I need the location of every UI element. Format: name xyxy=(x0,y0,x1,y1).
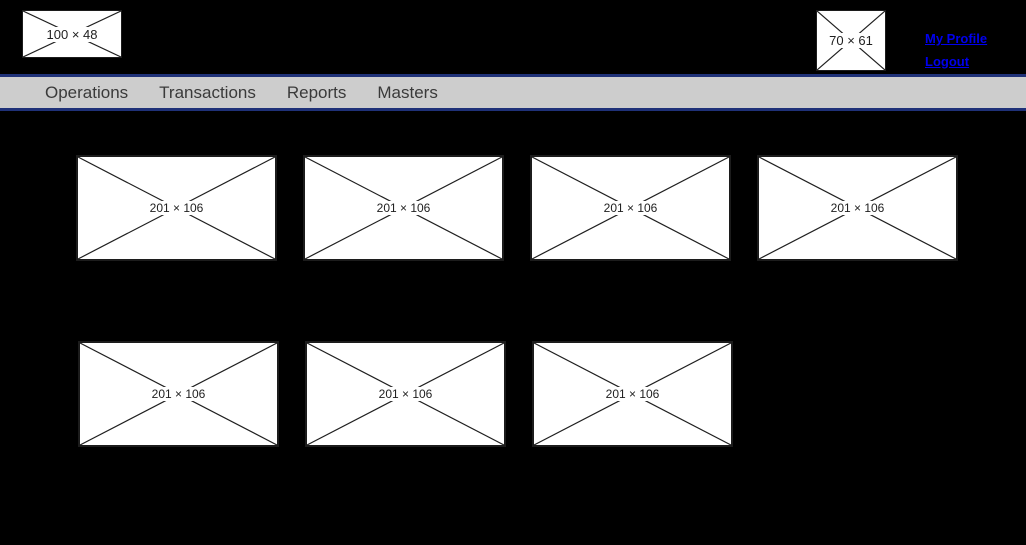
tile-image-placeholder[interactable]: 201 × 106 xyxy=(530,155,731,261)
nav-item-masters[interactable]: Masters xyxy=(377,82,438,102)
tile-image-placeholder[interactable]: 201 × 106 xyxy=(757,155,958,261)
profile-image-placeholder: 70 × 61 xyxy=(816,10,886,71)
tile-image-placeholder[interactable]: 201 × 106 xyxy=(305,341,506,447)
tile-placeholder-label: 201 × 106 xyxy=(600,387,665,401)
tile-row-2: 201 × 106 201 × 106 201 × 106 xyxy=(78,341,733,447)
nav-item-operations[interactable]: Operations xyxy=(45,82,129,102)
tile-image-placeholder[interactable]: 201 × 106 xyxy=(78,341,279,447)
logo-placeholder-label: 100 × 48 xyxy=(41,26,103,42)
tile-image-placeholder[interactable]: 201 × 106 xyxy=(303,155,504,261)
tile-image-placeholder[interactable]: 201 × 106 xyxy=(532,341,733,447)
header-links: My Profile Logout xyxy=(925,31,987,69)
tile-placeholder-label: 201 × 106 xyxy=(373,387,438,401)
logo-image-placeholder: 100 × 48 xyxy=(22,10,122,58)
tile-row-1: 201 × 106 201 × 106 201 × 106 201 × 106 xyxy=(76,155,958,261)
main-navbar: Operations Transactions Reports Masters xyxy=(0,74,1026,111)
tile-image-placeholder[interactable]: 201 × 106 xyxy=(76,155,277,261)
logout-link[interactable]: Logout xyxy=(925,54,970,69)
tile-placeholder-label: 201 × 106 xyxy=(146,387,211,401)
tile-placeholder-label: 201 × 106 xyxy=(598,201,663,215)
tile-placeholder-label: 201 × 106 xyxy=(825,201,890,215)
nav-item-reports[interactable]: Reports xyxy=(286,82,347,102)
tile-placeholder-label: 201 × 106 xyxy=(371,201,436,215)
tile-placeholder-label: 201 × 106 xyxy=(144,201,209,215)
nav-item-transactions[interactable]: Transactions xyxy=(159,82,256,102)
profile-placeholder-label: 70 × 61 xyxy=(824,33,878,48)
my-profile-link[interactable]: My Profile xyxy=(925,31,988,46)
